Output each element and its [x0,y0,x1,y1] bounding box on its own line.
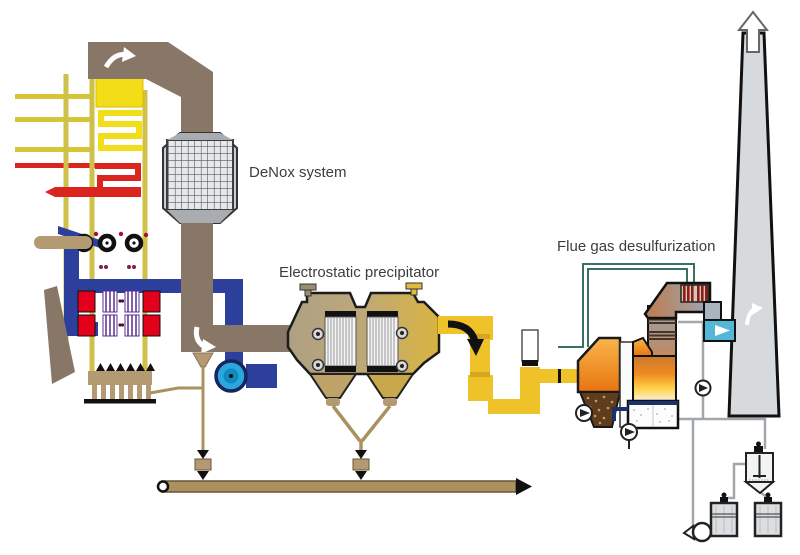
spray-pump [694,379,712,397]
superheater-coil [98,110,143,151]
esp-plate-pack-1 [324,311,357,372]
spray-bank [648,331,676,340]
denox-label: DeNox system [249,164,347,181]
transfer-pump [682,521,713,543]
esp-dust-valve [352,458,370,471]
flow-arrow-down-icon [447,320,484,356]
burner-row-1 [77,290,161,313]
combustion-air-fan [214,359,277,393]
furnace-grate [84,363,156,404]
esp-hopper-foot [326,398,340,406]
steam-header-pipes [15,94,95,168]
duct-ash-funnel [192,352,214,368]
esp-insulator-left [299,283,317,297]
esp-label: Electrostatic precipitator [279,264,439,281]
clean-gas-duct-blue [703,319,736,342]
flue-duct-boiler-to-denox [88,42,213,134]
gypsum-tank-1 [709,492,739,538]
fuel-feeder [34,236,92,249]
ash-arrow-icon [197,450,209,459]
esp-body [286,291,441,376]
flow-arrow-right-icon [715,325,730,336]
burner-boxes [77,290,161,337]
chimney-exit-arrow-icon [736,10,770,53]
absorber-tower [612,281,736,430]
esp-bolts [311,326,409,373]
catalyst-grid [166,139,234,211]
denox-reactor [162,132,238,224]
mist-eliminator [680,284,709,303]
electrostatic-precipitator [286,282,441,480]
gypsum-tank-2 [753,492,783,538]
reheater-header-tip [45,187,55,197]
coal-chute [44,286,75,384]
flow-arrow-turn-icon [193,326,216,354]
ash-arrow-icon [197,471,209,480]
ash-conveyor [156,478,532,495]
gas-gas-heat-exchanger [576,336,622,394]
chimney [727,10,781,418]
flue-duct-denox-to-esp [149,223,310,480]
wash-water-pipes [558,263,695,348]
reheater-coil [95,163,141,193]
fgd-label: Flue gas desulfurization [557,238,715,255]
conveyor-arrow-icon [516,478,532,495]
ash-arrow-icon [355,471,367,480]
burner-row-2 [77,314,161,337]
ash-valve [194,458,212,471]
esp-outlet-duct [438,316,581,414]
reheater-header [55,187,141,197]
chimney-flow-arrow-icon [745,303,763,326]
fan-casing [246,364,277,388]
esp-insulator-right [405,282,423,296]
esp-hopper-foot [383,398,397,406]
ash-line-boiler [149,367,205,450]
esp-hopper-1 [308,373,358,399]
boiler [15,58,243,404]
conveyor-end-roller [156,480,170,493]
absorber-spray-zone [632,355,677,402]
esp-hopper-2 [365,373,415,399]
esp-plate-pack-2 [366,311,399,372]
superheater-block [95,77,144,108]
duct-damper [558,369,561,383]
esp-dust-lines [331,404,392,450]
bypass-stub [521,329,539,366]
ash-arrow-icon [355,450,367,459]
flue-gas-desulfurization [558,10,783,543]
flow-arrow-up-icon [103,47,136,69]
absorber-sump [612,399,680,430]
slurry-pump [620,423,638,449]
hydrocyclone [743,441,776,495]
recirculation-pump [575,404,593,422]
